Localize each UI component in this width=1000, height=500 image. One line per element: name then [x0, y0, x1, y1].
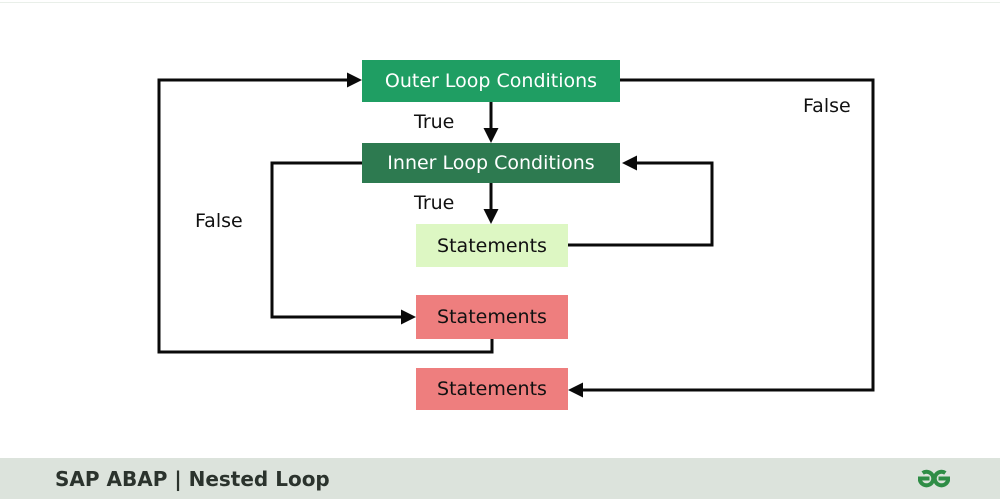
edge-inner-loopback: [568, 161, 714, 247]
arrowhead-into-outer-conditions: [347, 72, 362, 88]
node-outer-loop-conditions: Outer Loop Conditions: [362, 60, 620, 102]
connector-layer: [157, 72, 875, 398]
edge-outer-loopback: [157, 78, 494, 354]
geeksforgeeks-logo: [918, 467, 950, 490]
node-inner-statements: Statements: [416, 224, 568, 267]
label-outer-true: True: [414, 111, 455, 133]
label-inner-false: False: [195, 210, 243, 232]
edge-inner-false: [270, 161, 407, 319]
arrowhead-into-inner-conditions-right: [622, 155, 637, 171]
top-divider: [0, 2, 1000, 3]
arrowhead-into-inner-conditions-top: [483, 128, 499, 143]
label-inner-true: True: [414, 192, 455, 214]
node-inner-loop-conditions: Inner Loop Conditions: [362, 143, 620, 183]
node-outer-statements: Statements: [416, 295, 568, 339]
arrowhead-into-exit-statements: [568, 382, 583, 398]
geeksforgeeks-logo-icon: [918, 469, 950, 488]
label-outer-false: False: [803, 95, 851, 117]
node-exit-statements: Statements: [416, 368, 568, 410]
footer-bar: SAP ABAP | Nested Loop: [0, 458, 1000, 499]
edge-outer-false: [577, 78, 875, 392]
footer-title: SAP ABAP | Nested Loop: [55, 466, 330, 491]
arrowhead-into-outer-statements: [401, 309, 416, 325]
arrowhead-into-inner-statements: [483, 209, 499, 224]
